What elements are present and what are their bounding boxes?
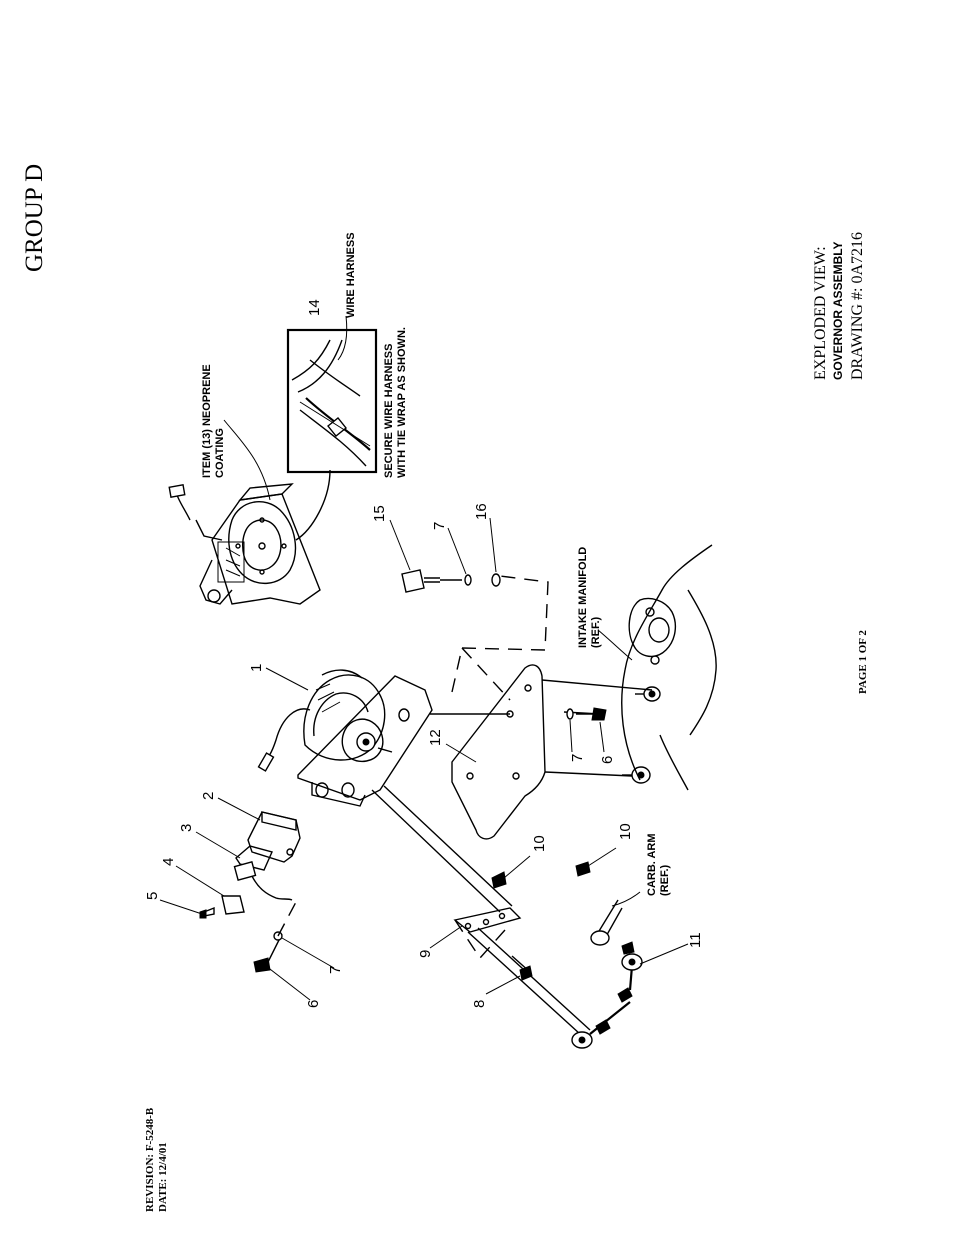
callout-7-bottom: 7 <box>569 754 586 762</box>
governor-arm <box>371 785 591 1035</box>
title-line-2: GOVERNOR ASSEMBLY <box>831 242 845 380</box>
callout-14: 14 <box>306 299 323 316</box>
actuator-detail-view <box>168 483 321 605</box>
screw-6-left <box>253 931 283 973</box>
callout-10-upper: 10 <box>531 835 548 852</box>
title-line-3: DRAWING #: 0A7216 <box>849 232 866 380</box>
callout-11: 11 <box>687 932 704 948</box>
note-item13-line2: COATING <box>214 428 226 478</box>
callout-16: 16 <box>473 503 490 520</box>
note-carb-line1: CARB. ARM <box>646 833 658 896</box>
title-line-1: EXPLODED VIEW: <box>812 246 829 380</box>
inset-detail-box <box>286 328 378 541</box>
note-secure-line2: WITH TIE WRAP AS SHOWN. <box>396 327 408 478</box>
callout-12: 12 <box>427 729 444 746</box>
governor-actuator <box>257 669 433 807</box>
callout-9: 9 <box>417 950 434 958</box>
notes: ITEM (13) NEOPRENE COATING WIRE HARNESS … <box>201 232 671 907</box>
sensor-bracket <box>199 811 301 919</box>
callout-7-right: 7 <box>431 522 448 530</box>
linkage-rod <box>571 861 643 1049</box>
callouts: 1 2 3 4 5 6 7 8 9 10 10 11 12 14 15 7 16… <box>144 299 704 1008</box>
revision-label: REVISION: F-5248-B <box>144 1107 156 1212</box>
callout-6-bottom: 6 <box>599 756 616 764</box>
note-intake-line2: (REF.) <box>590 617 602 649</box>
bracket-plate <box>451 664 546 840</box>
note-secure-line1: SECURE WIRE HARNESS <box>383 344 395 478</box>
callout-6-left: 6 <box>305 1000 322 1008</box>
screw-6-bottom <box>566 707 607 721</box>
group-label: GROUP D <box>21 164 48 272</box>
bolt-15-set <box>401 569 501 593</box>
intake-manifold <box>621 544 717 791</box>
page-number: PAGE 1 OF 2 <box>857 630 869 694</box>
note-intake-line1: INTAKE MANIFOLD <box>577 547 589 648</box>
callout-2: 2 <box>200 792 217 800</box>
note-carb-line2: (REF.) <box>659 865 671 897</box>
callout-15: 15 <box>371 505 388 522</box>
title-block: EXPLODED VIEW: GOVERNOR ASSEMBLY DRAWING… <box>812 232 866 380</box>
date-label: DATE: 12/4/01 <box>157 1142 169 1212</box>
note-wire-harness: WIRE HARNESS <box>345 232 357 318</box>
callout-3: 3 <box>178 824 195 832</box>
callout-5: 5 <box>144 892 161 900</box>
callout-10-lower: 10 <box>617 823 634 840</box>
callout-7-left: 7 <box>327 966 344 974</box>
note-item13-line1: ITEM (13) NEOPRENE <box>201 364 213 478</box>
callout-8: 8 <box>471 1000 488 1008</box>
callout-1: 1 <box>248 664 265 672</box>
callout-4: 4 <box>160 858 177 866</box>
